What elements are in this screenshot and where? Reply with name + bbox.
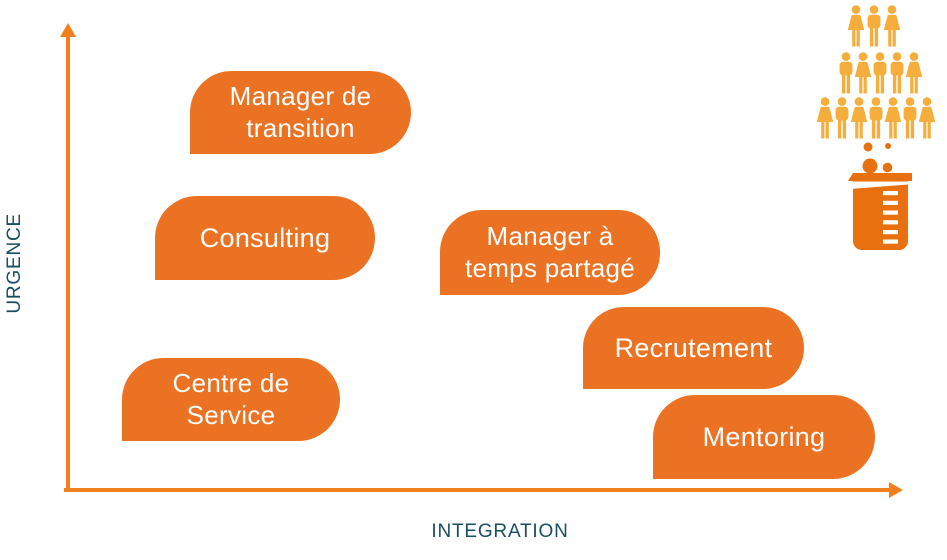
person-icon (854, 52, 872, 94)
person-icon (835, 97, 849, 139)
person-icon (905, 52, 923, 94)
person-icon (884, 97, 902, 139)
person-icon (839, 52, 853, 94)
x-axis-line (64, 488, 891, 492)
drop-icon (885, 143, 891, 149)
person-icon (850, 97, 868, 139)
person-icon (816, 97, 834, 139)
bubble-recrutement: Recrutement (583, 307, 804, 389)
bubble-centre-de-service: Centre de Service (122, 358, 340, 441)
person-icon (918, 97, 936, 139)
x-axis-arrowhead-icon (889, 482, 903, 498)
person-icon (869, 97, 883, 139)
drop-icon (882, 162, 893, 173)
person-icon (873, 52, 887, 94)
y-axis-line (66, 34, 70, 490)
bubble-manager-de-transition: Manager de transition (190, 71, 411, 154)
people-into-beaker-icon (816, 5, 936, 250)
drop-icon (862, 158, 878, 174)
person-icon (903, 97, 917, 139)
y-axis-label: URGENCE (4, 213, 25, 314)
person-icon (883, 5, 901, 47)
y-axis-arrowhead-icon (60, 23, 76, 37)
bubble-consulting: Consulting (155, 196, 375, 280)
person-icon (847, 5, 865, 47)
bubble-mentoring: Mentoring (653, 395, 875, 479)
beaker-icon (848, 142, 912, 250)
drop-icon (863, 142, 873, 152)
person-icon (867, 5, 881, 47)
bubble-manager-a-temps-partage: Manager à temps partagé (440, 210, 660, 295)
person-icon (890, 52, 904, 94)
people-group-icon (816, 5, 936, 139)
x-axis-label: INTEGRATION (431, 521, 569, 542)
